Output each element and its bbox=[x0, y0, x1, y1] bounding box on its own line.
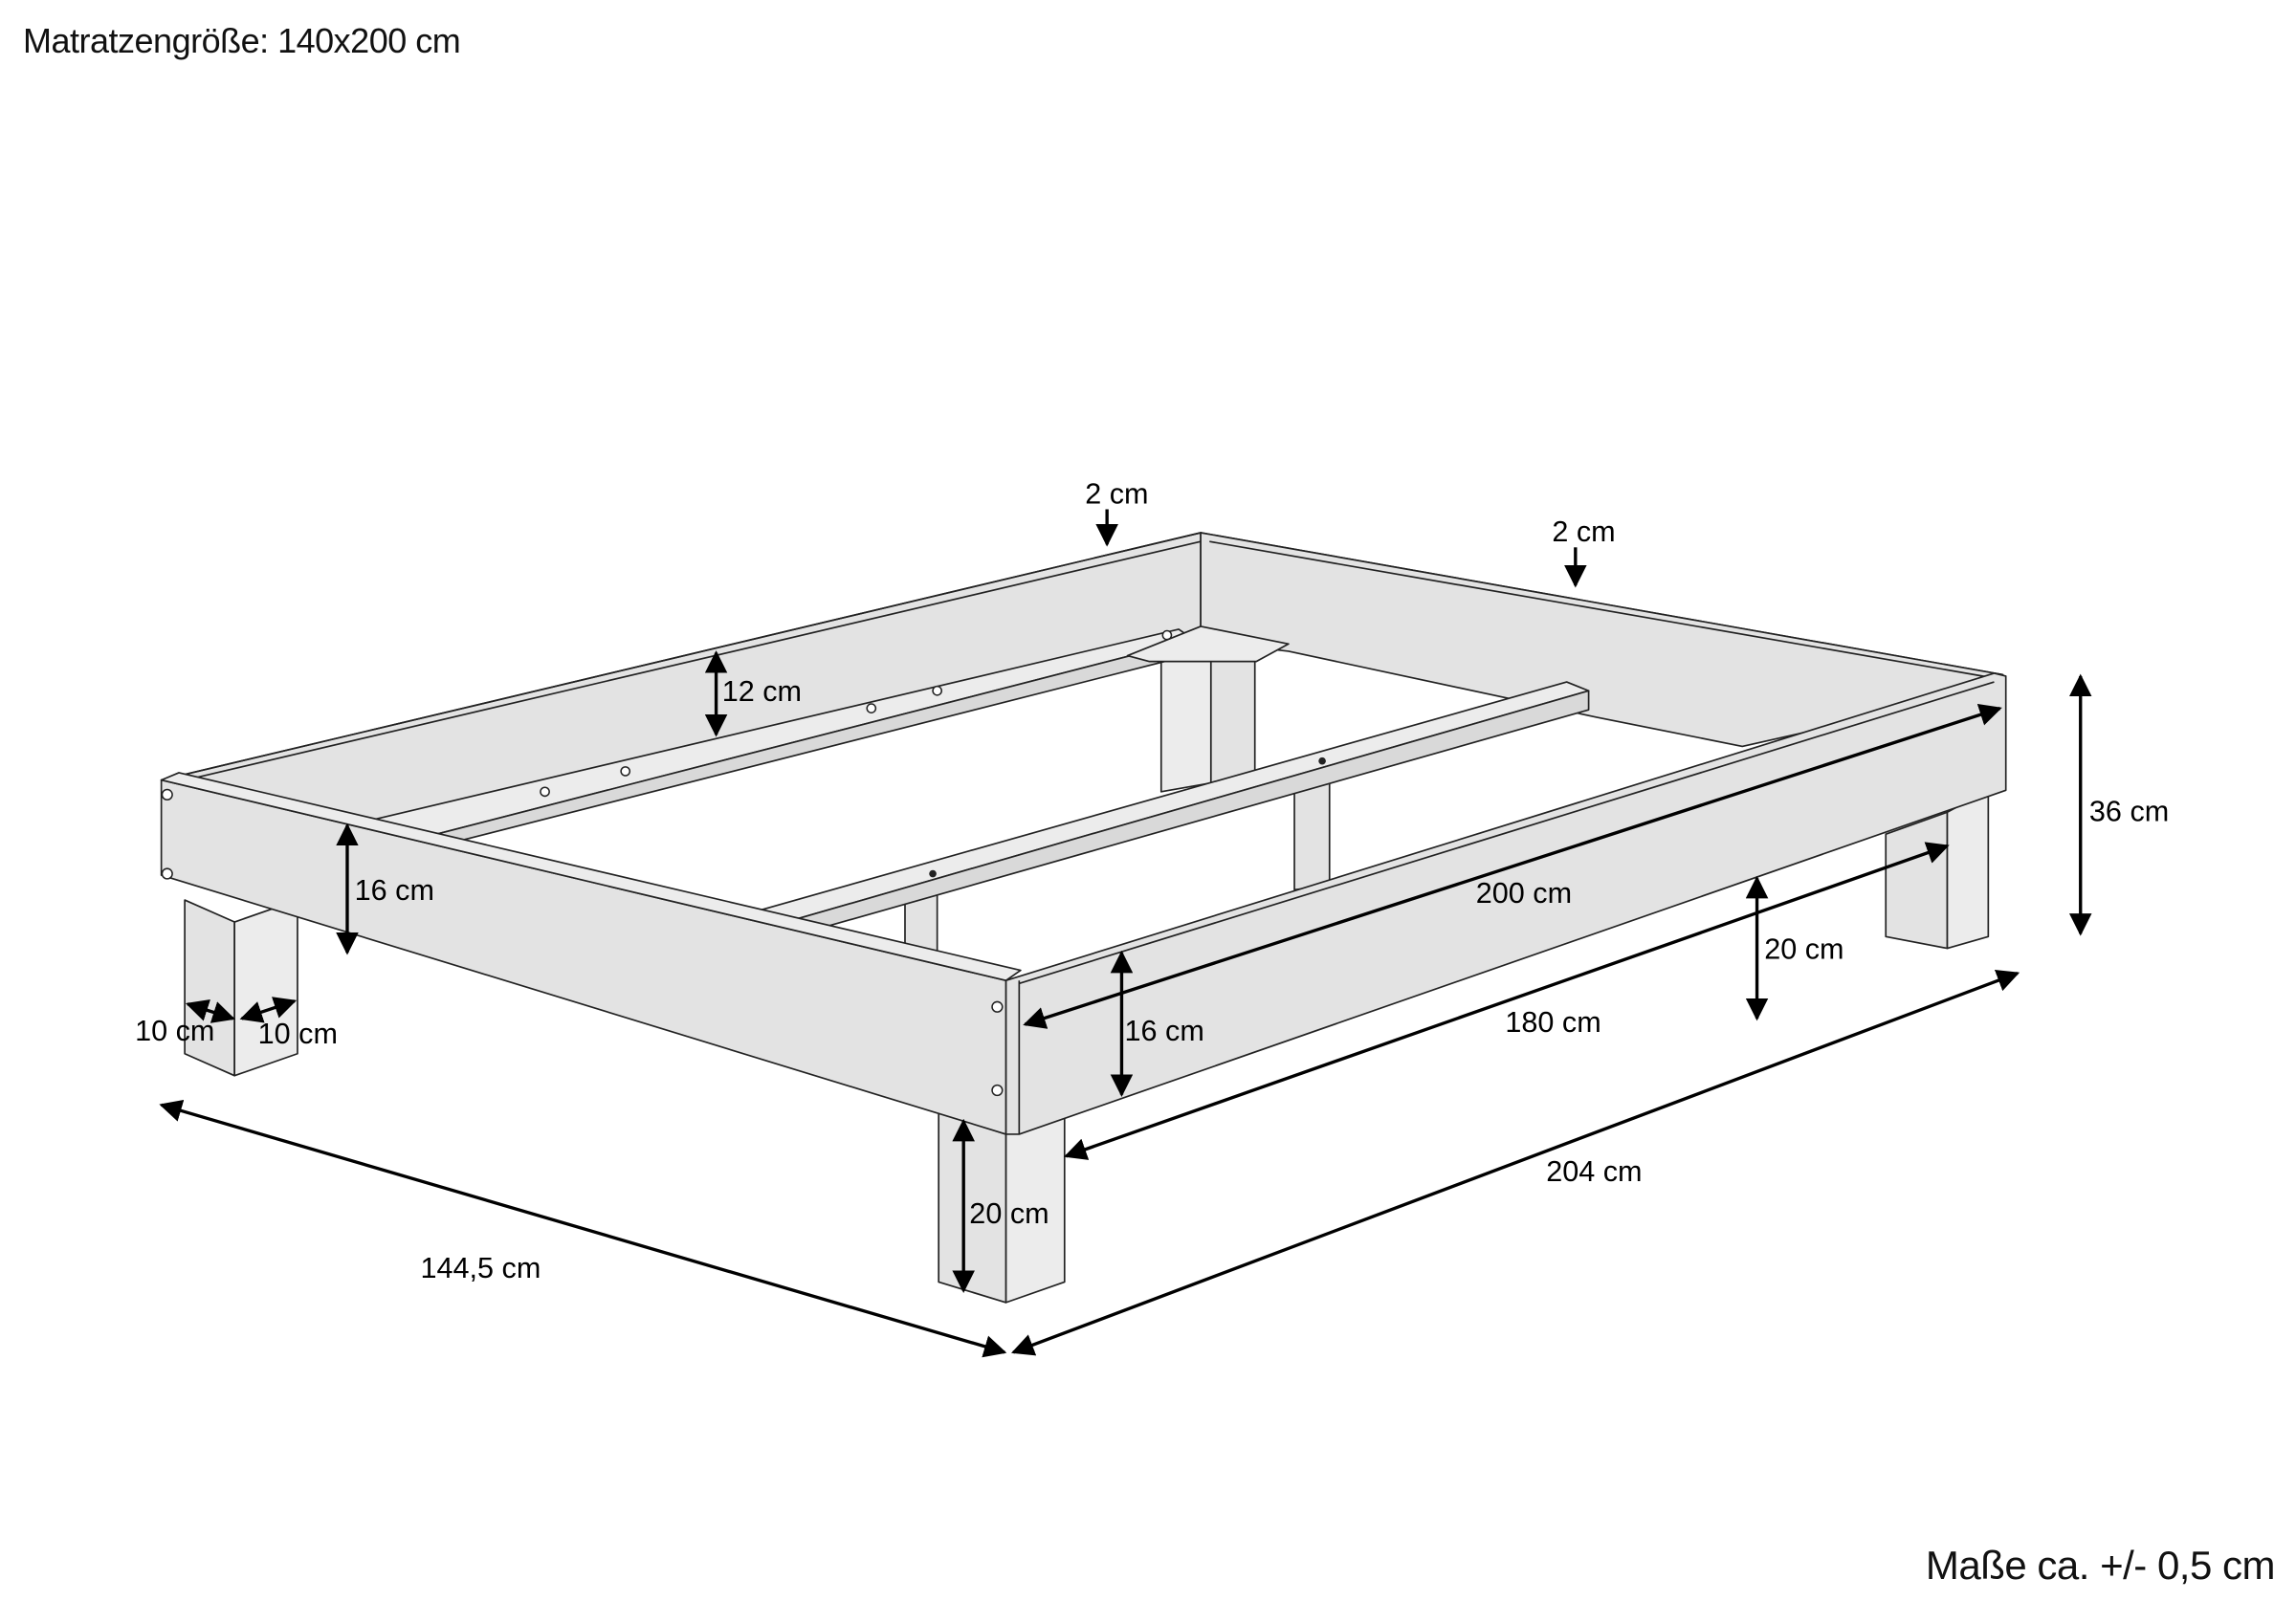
tolerance-note: Maße ca. +/- 0,5 cm bbox=[1925, 1543, 2276, 1588]
dimension-lines bbox=[159, 509, 2092, 1358]
dim-label-rail-length: 180 cm bbox=[1505, 1006, 1601, 1039]
mattress-size-title: Matratzengröße: 140x200 cm bbox=[23, 21, 461, 60]
dim-label-side-panel-height: 16 cm bbox=[1125, 1015, 1204, 1047]
dim-label-inner-length: 200 cm bbox=[1476, 877, 1572, 910]
dim-label-board-thickness-left: 2 cm bbox=[1085, 477, 1148, 510]
dim-label-leg-height-side: 20 cm bbox=[1764, 932, 1843, 965]
dim-label-overall-width: 144,5 cm bbox=[420, 1252, 541, 1284]
leg-front-left bbox=[184, 899, 298, 1077]
dim-label-board-thickness-right: 2 cm bbox=[1552, 515, 1615, 548]
dim-label-slat-rail-height: 12 cm bbox=[722, 675, 802, 708]
dim-label-leg-width: 10 cm bbox=[258, 1018, 338, 1050]
leg-back-center bbox=[1159, 643, 1256, 793]
dim-label-overall-length: 204 cm bbox=[1546, 1155, 1642, 1188]
corner-bracket bbox=[1126, 625, 1290, 663]
dim-label-leg-depth: 10 cm bbox=[135, 1015, 214, 1047]
dim-label-foot-panel-height: 16 cm bbox=[355, 874, 434, 907]
dim-label-total-height: 36 cm bbox=[2089, 795, 2169, 827]
dim-label-leg-height-front: 20 cm bbox=[969, 1197, 1049, 1230]
